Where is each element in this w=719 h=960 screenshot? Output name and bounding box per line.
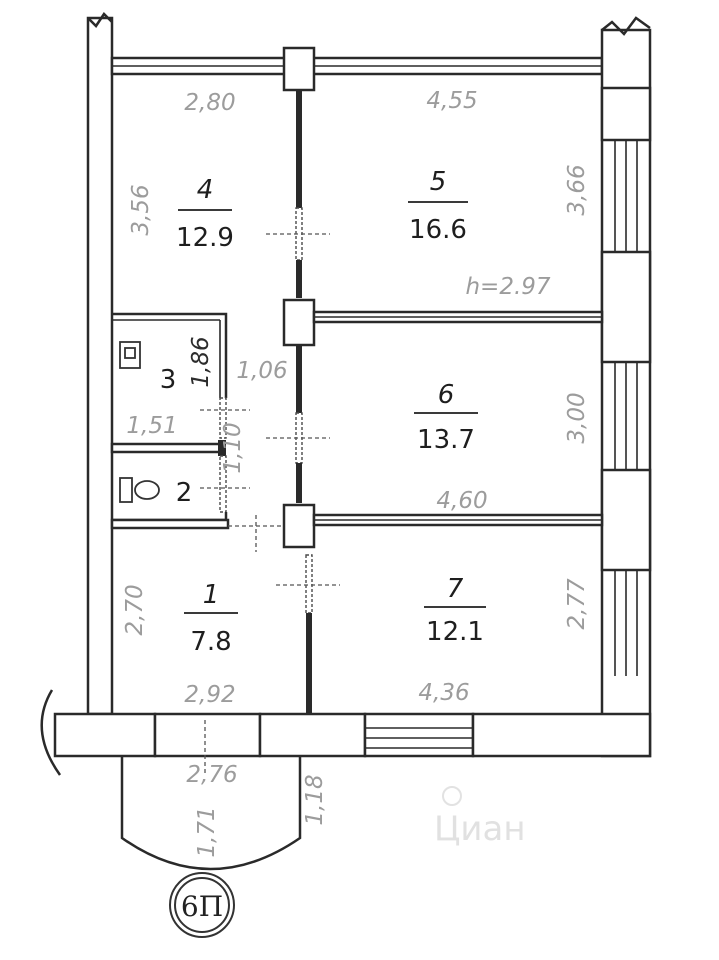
dim-room4-height: 3,56 — [128, 184, 154, 235]
column-lower — [282, 503, 316, 549]
dim-corridor-width: 1,06 — [236, 358, 287, 384]
svg-text:6: 6 — [438, 380, 455, 410]
svg-text:12.1: 12.1 — [426, 617, 484, 647]
room-6-label: 6 13.7 — [414, 380, 478, 455]
right-window-frame-2 — [600, 250, 652, 364]
room-5-label: 5 16.6 — [408, 167, 468, 245]
column-top — [282, 46, 316, 92]
dim-room3-height: 1,86 — [188, 336, 214, 387]
bottom-wall-right — [471, 712, 652, 758]
svg-text:2: 2 — [176, 478, 193, 508]
right-window-2 — [614, 362, 638, 470]
door-room3 — [219, 397, 227, 439]
wall-room5-room6 — [312, 310, 604, 324]
dim-balcony-right: 1,18 — [302, 774, 328, 825]
right-window-frame-3 — [600, 468, 652, 572]
dim-ceiling-height: h=2.97 — [465, 274, 550, 300]
door-room2 — [219, 455, 227, 513]
dim-room6-height: 3,00 — [564, 392, 590, 443]
bottom-wall-left — [53, 712, 157, 758]
central-wall-middle — [296, 345, 302, 413]
dim-balcony-width: 2,76 — [186, 762, 237, 788]
bottom-wall-pier-1 — [153, 712, 262, 758]
svg-text:6П: 6П — [181, 890, 223, 923]
svg-text:7.8: 7.8 — [190, 627, 231, 657]
central-wall-lower — [306, 613, 312, 714]
balcony-outline — [120, 756, 302, 871]
column-middle — [282, 298, 316, 347]
svg-text:12.9: 12.9 — [176, 223, 234, 253]
left-wall-top-jag — [87, 12, 113, 28]
wall-room2-room1 — [110, 518, 230, 530]
central-wall-upper — [296, 90, 302, 208]
wall-room3-room2-end — [218, 440, 226, 456]
room-1-label: 1 7.8 — [184, 580, 238, 657]
room-7-label: 7 12.1 — [424, 574, 486, 647]
floor-badge: 6П — [169, 872, 235, 938]
svg-text:Циан: Циан — [434, 809, 526, 849]
central-wall-upper-2 — [296, 260, 302, 298]
toilet-icon — [119, 477, 160, 503]
svg-text:16.6: 16.6 — [409, 215, 467, 245]
room-2-label: 2 — [176, 478, 193, 508]
wall-room6-room7 — [312, 513, 604, 527]
room-4-label: 4 12.9 — [176, 175, 234, 253]
dim-room1-height: 2,70 — [122, 584, 148, 635]
dim-room7-height: 2,77 — [564, 578, 590, 630]
right-window-3 — [614, 570, 638, 676]
right-window-frame-1 — [600, 86, 652, 142]
bottom-window — [363, 712, 475, 758]
svg-text:4: 4 — [197, 175, 214, 205]
dim-room7-width: 4,36 — [418, 680, 469, 706]
dim-room6-width: 4,60 — [436, 488, 487, 514]
dim-room3-width: 1,51 — [126, 413, 177, 439]
bathtub-icon — [119, 341, 141, 369]
dim-room2-height: 1,10 — [220, 422, 246, 473]
watermark: Циан — [434, 786, 526, 849]
dim-room4-width: 2,80 — [184, 90, 235, 116]
entrance-arc — [40, 689, 62, 776]
dim-room5-height: 3,66 — [564, 164, 590, 215]
dim-room1-width: 2,92 — [184, 682, 235, 708]
svg-text:13.7: 13.7 — [417, 425, 475, 455]
svg-text:1: 1 — [203, 580, 220, 610]
door-room1-room7 — [305, 554, 313, 614]
left-exterior-wall — [86, 16, 114, 716]
right-window-1 — [614, 140, 638, 252]
svg-text:7: 7 — [447, 574, 464, 604]
bottom-wall-pier-2 — [258, 712, 367, 758]
wall-room3-room2 — [110, 442, 224, 454]
room-3-label: 3 — [160, 365, 177, 395]
bathroom-wall-top — [112, 312, 228, 398]
right-wall-top-jag — [601, 16, 651, 36]
dim-room5-width: 4,55 — [426, 88, 477, 114]
svg-text:5: 5 — [430, 167, 447, 197]
dim-balcony-left: 1,71 — [194, 806, 220, 857]
central-wall-middle-2 — [296, 463, 302, 503]
svg-text:3: 3 — [160, 365, 177, 395]
